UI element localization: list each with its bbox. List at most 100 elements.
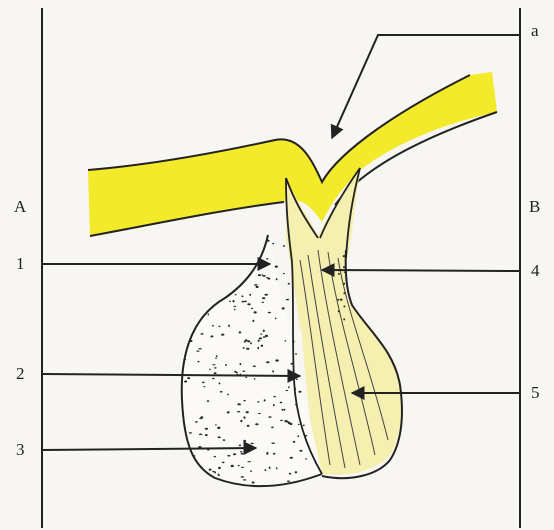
callout-label-2: 2: [16, 365, 25, 382]
stipple-dot: [287, 481, 290, 482]
stipple-dot: [205, 251, 208, 253]
stipple-dot: [282, 307, 285, 309]
stipple-dot: [343, 318, 345, 320]
stipple-dot: [264, 399, 266, 401]
stipple-dot: [231, 465, 234, 467]
stipple-dot: [257, 347, 259, 349]
stipple-dot: [258, 413, 261, 414]
stipple-dot: [293, 441, 295, 443]
stipple-dot: [191, 302, 194, 304]
stipple-dot: [265, 469, 267, 471]
stipple-dot: [212, 471, 214, 473]
stipple-dot: [199, 434, 202, 436]
stipple-dot: [242, 278, 245, 280]
stipple-dot: [184, 381, 187, 383]
stipple-dot: [267, 240, 270, 242]
stipple-dot: [266, 258, 269, 259]
stipple-dot: [262, 261, 264, 262]
stipple-dot: [295, 471, 297, 473]
stipple-dot: [244, 301, 246, 303]
callout-label-4: 4: [531, 262, 540, 279]
stipple-dot: [245, 339, 248, 341]
stipple-dot: [276, 278, 278, 280]
stipple-dot: [297, 435, 299, 437]
stipple-dot: [286, 390, 289, 391]
stipple-dot: [252, 481, 255, 483]
stipple-dot: [283, 273, 285, 274]
stipple-dot: [284, 420, 287, 422]
stipple-dot: [214, 456, 217, 457]
stipple-dot: [200, 242, 203, 244]
stipple-dot: [190, 340, 193, 342]
stipple-dot: [195, 421, 198, 422]
stipple-dot: [212, 378, 215, 379]
side-label-right: B: [529, 198, 540, 215]
stipple-dot: [273, 453, 275, 455]
stipple-dot: [298, 424, 300, 425]
stipple-dot: [199, 315, 201, 317]
stipple-dot: [229, 301, 231, 302]
stipple-dot: [187, 277, 190, 279]
stipple-dot: [299, 450, 302, 452]
stipple-dot: [295, 353, 297, 354]
stipple-dot: [221, 484, 223, 485]
stipple-dot: [298, 391, 301, 393]
stipple-dot: [209, 369, 211, 370]
stipple-dot: [233, 453, 236, 455]
stipple-dot: [271, 427, 274, 429]
stipple-dot: [219, 382, 221, 384]
stipple-dot: [250, 342, 252, 344]
stipple-dot: [251, 443, 254, 444]
stipple-dot: [251, 308, 253, 309]
stipple-dot: [240, 420, 242, 422]
stipple-dot: [214, 367, 217, 368]
stipple-dot: [239, 331, 242, 333]
stipple-dot: [247, 340, 250, 342]
stipple-dot: [284, 409, 286, 411]
callout-label-3: 3: [16, 441, 25, 458]
stipple-dot: [305, 458, 307, 459]
stipple-dot: [237, 411, 240, 412]
stipple-dot: [283, 245, 286, 247]
stipple-dot: [185, 323, 188, 324]
stipple-dot: [260, 333, 262, 334]
stipple-dot: [245, 377, 247, 378]
stipple-dot: [196, 351, 199, 352]
stipple-dot: [290, 457, 293, 459]
stipple-dot: [238, 258, 242, 260]
stipple-dot: [253, 245, 255, 247]
stipple-dot: [227, 411, 230, 413]
stipple-dot: [280, 402, 283, 404]
stipple-dot: [250, 470, 252, 472]
stipple-dot: [227, 394, 229, 396]
stipple-dot: [266, 277, 269, 278]
stipple-dot: [218, 467, 221, 469]
stipple-dot: [241, 467, 244, 468]
stipple-dot: [205, 428, 208, 430]
stipple-dot: [227, 243, 229, 245]
stipple-dot: [246, 252, 248, 254]
stipple-dot: [243, 400, 246, 401]
stipple-dot: [282, 409, 284, 411]
stipple-dot: [234, 371, 236, 373]
stipple-dot: [233, 306, 236, 307]
stipple-dot: [337, 299, 339, 301]
stipple-dot: [286, 299, 289, 300]
stipple-dot: [262, 302, 264, 303]
stipple-dot: [205, 434, 208, 436]
stipple-dot: [241, 453, 244, 455]
stipple-dot: [240, 363, 242, 365]
stipple-dot: [238, 465, 240, 466]
stipple-dot: [242, 301, 245, 303]
stipple-dot: [214, 372, 217, 374]
stipple-dot: [258, 340, 260, 342]
stipple-dot: [201, 294, 204, 295]
stipple-dot: [266, 453, 268, 454]
stipple-dot: [192, 326, 194, 328]
stipple-dot: [228, 325, 230, 327]
stipple-dot: [246, 348, 249, 350]
stipple-dot: [221, 289, 223, 291]
stipple-dot: [187, 322, 189, 324]
stipple-dot: [205, 481, 207, 482]
stipple-dot: [272, 243, 274, 245]
